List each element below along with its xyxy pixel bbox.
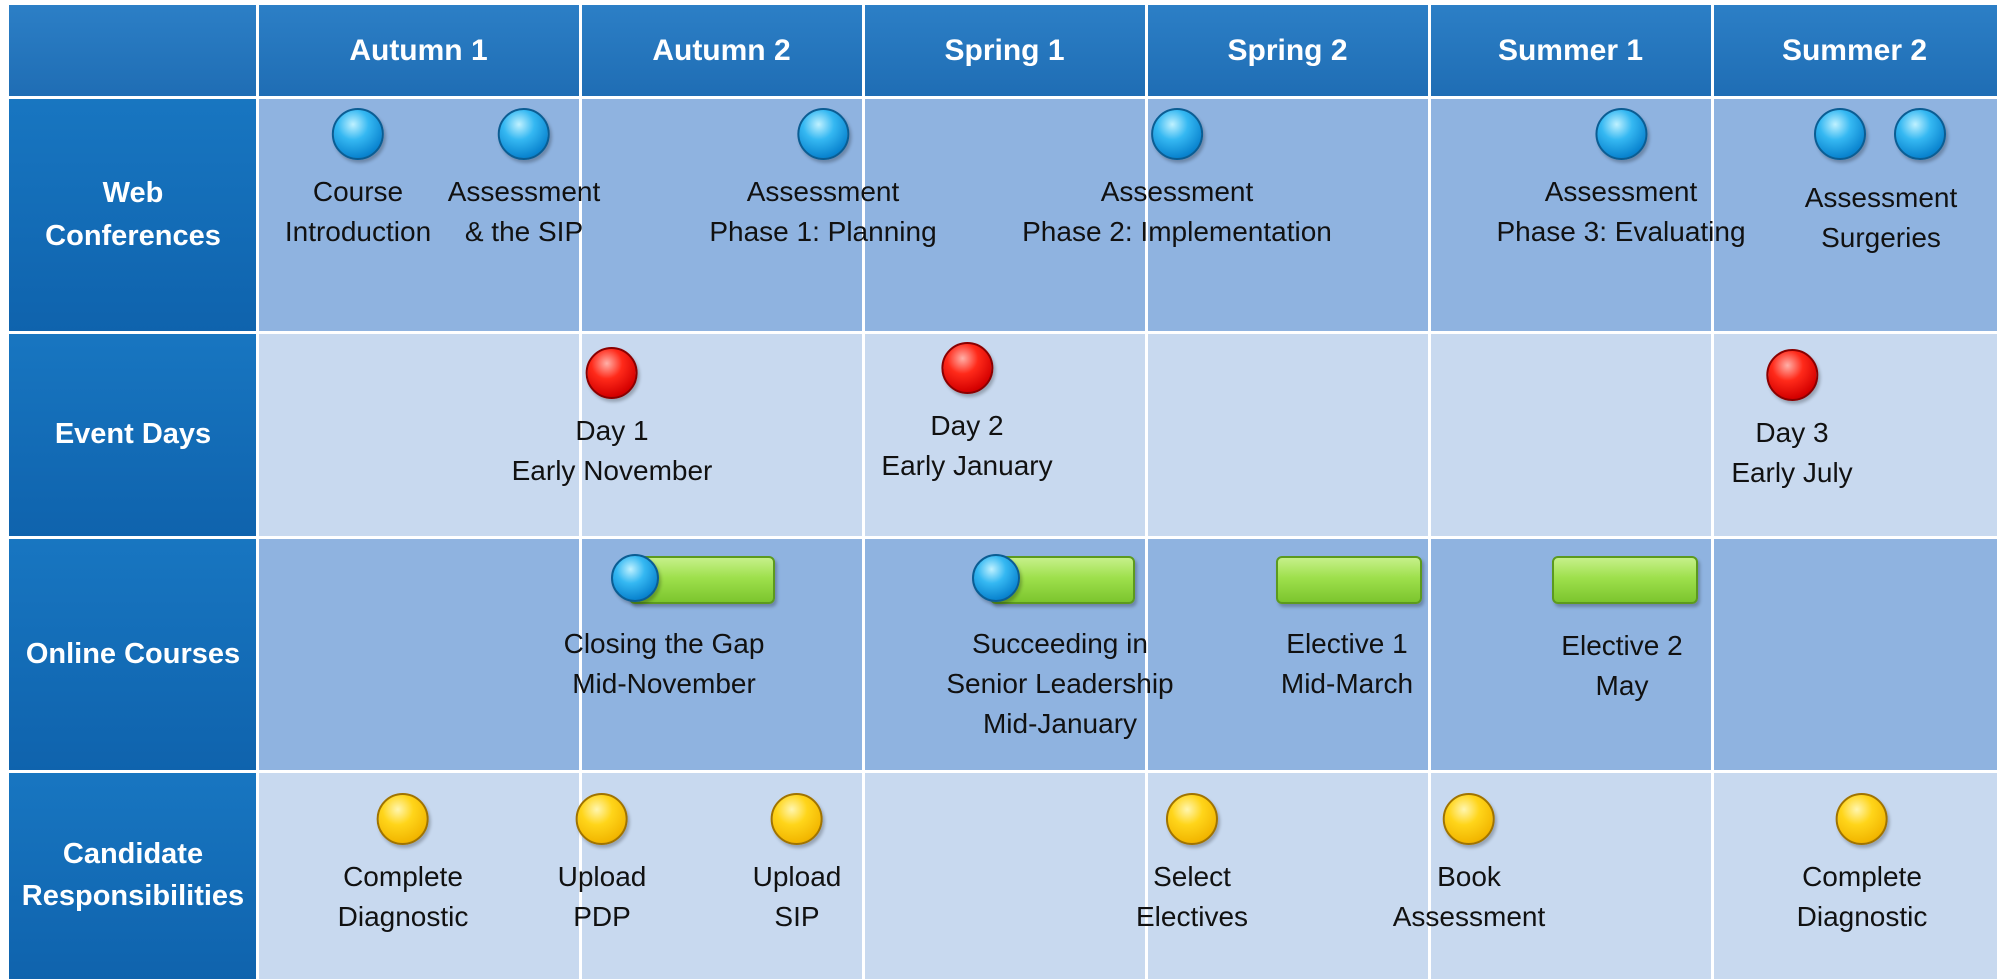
yellow-circle-icon: [1165, 793, 1218, 845]
column-header-summer-1: Summer 1: [1429, 5, 1712, 97]
row-header-online-courses: Online Courses: [9, 537, 257, 771]
web-conference-label: Assessment& the SIP: [447, 176, 601, 247]
grid-line: [256, 5, 259, 979]
row-band-event-days: [257, 332, 1997, 537]
blue-circle-icon: [797, 108, 849, 160]
row-band-candidate-responsibilities: [257, 771, 1997, 979]
blue-circle-icon: [1595, 108, 1647, 160]
corner-header: [9, 5, 257, 97]
row-header-line: Responsibilities: [21, 880, 245, 912]
yellow-circle-icon: [770, 793, 823, 845]
column-header-label: Spring 2: [1227, 34, 1348, 67]
grid-line: [0, 331, 1997, 334]
green-bar-icon: [972, 554, 1135, 604]
row-header-line: Conferences: [45, 219, 221, 252]
blue-circle-icon: [498, 108, 550, 160]
yellow-circle-icon: [376, 793, 429, 845]
yellow-circle-icon: [1835, 793, 1888, 845]
column-header-label: Spring 1: [944, 34, 1065, 67]
blue-circle-icon: [972, 554, 1020, 602]
grid-line: [1428, 5, 1431, 979]
column-header-label: Autumn 2: [652, 34, 791, 67]
red-circle-icon: [941, 342, 993, 394]
grid-line: [0, 96, 1997, 99]
column-header-label: Summer 2: [1781, 34, 1928, 67]
green-bar-icon: [1552, 556, 1698, 604]
grid-line: [1711, 5, 1714, 979]
green-bar-icon: [1276, 556, 1422, 604]
blue-circle-icon: [1151, 108, 1203, 160]
grid-line: [579, 5, 582, 979]
grid-line: [0, 770, 1997, 773]
column-header-spring-1: Spring 1: [863, 5, 1146, 97]
column-header-autumn-2: Autumn 2: [580, 5, 863, 97]
grid-line: [1145, 5, 1148, 979]
web-conference-item: Assessment& the SIP: [447, 108, 601, 252]
column-header-autumn-1: Autumn 1: [257, 5, 580, 97]
green-bar-icon: [611, 554, 775, 604]
column-header-spring-2: Spring 2: [1146, 5, 1429, 97]
row-header-line: Web: [102, 177, 164, 210]
grid-line: [0, 536, 1997, 539]
row-header-line: Candidate: [62, 837, 204, 870]
blue-circle-icon: [1814, 108, 1866, 160]
column-header-label: Summer 1: [1497, 34, 1644, 67]
column-header-summer-2: Summer 2: [1712, 5, 1997, 97]
yellow-circle-icon: [1443, 793, 1495, 845]
grid-line: [862, 5, 865, 979]
red-circle-icon: [585, 347, 638, 399]
blue-circle-icon: [331, 108, 384, 160]
row-header-line: Event Days: [54, 418, 212, 451]
column-header-label: Autumn 1: [349, 34, 488, 67]
row-header-line: Online Courses: [25, 637, 241, 670]
blue-circle-icon: [1894, 108, 1946, 160]
yellow-circle-icon: [575, 793, 628, 845]
blue-circle-icon: [611, 554, 659, 602]
red-circle-icon: [1766, 349, 1818, 401]
row-header-event-days: Event Days: [9, 332, 257, 537]
